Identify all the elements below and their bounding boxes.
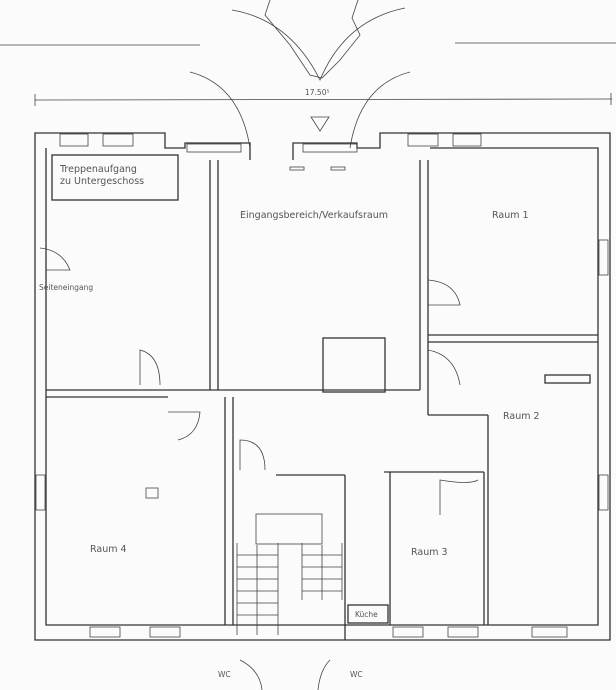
label-room4: Raum 4 (90, 544, 127, 555)
tree-outline (264, 0, 361, 79)
label-stair-up-1: Treppenaufgang (59, 164, 137, 175)
staircase (236, 513, 343, 635)
label-stair-up-2: zu Untergeschoss (60, 176, 144, 187)
chimney-square (145, 487, 159, 499)
inner-wall (45, 147, 599, 626)
door-arcs (39, 247, 479, 690)
label-side-entrance: Seiteneingang (39, 283, 93, 292)
label-room3: Raum 3 (411, 547, 448, 558)
label-entrance: Eingangsbereich/Verkaufsraum (240, 210, 388, 221)
label-room1: Raum 1 (492, 210, 529, 221)
windows (35, 133, 609, 638)
dimension-line (34, 98, 613, 101)
label-wc-left: WC (218, 670, 231, 679)
sliding-door-right (330, 166, 346, 171)
interior-walls (46, 154, 598, 640)
dimension-label: 17.50⁵ (305, 88, 329, 97)
entry-door-arc-left (189, 71, 251, 149)
label-wc-right: WC (350, 670, 363, 679)
sliding-door-left (289, 166, 305, 171)
label-kitchen: Küche (355, 610, 378, 619)
entrance-marker-icon (310, 116, 330, 132)
tree-symbol (231, 7, 406, 81)
entry-door-arc-right (349, 71, 411, 149)
label-room2: Raum 2 (503, 411, 540, 422)
